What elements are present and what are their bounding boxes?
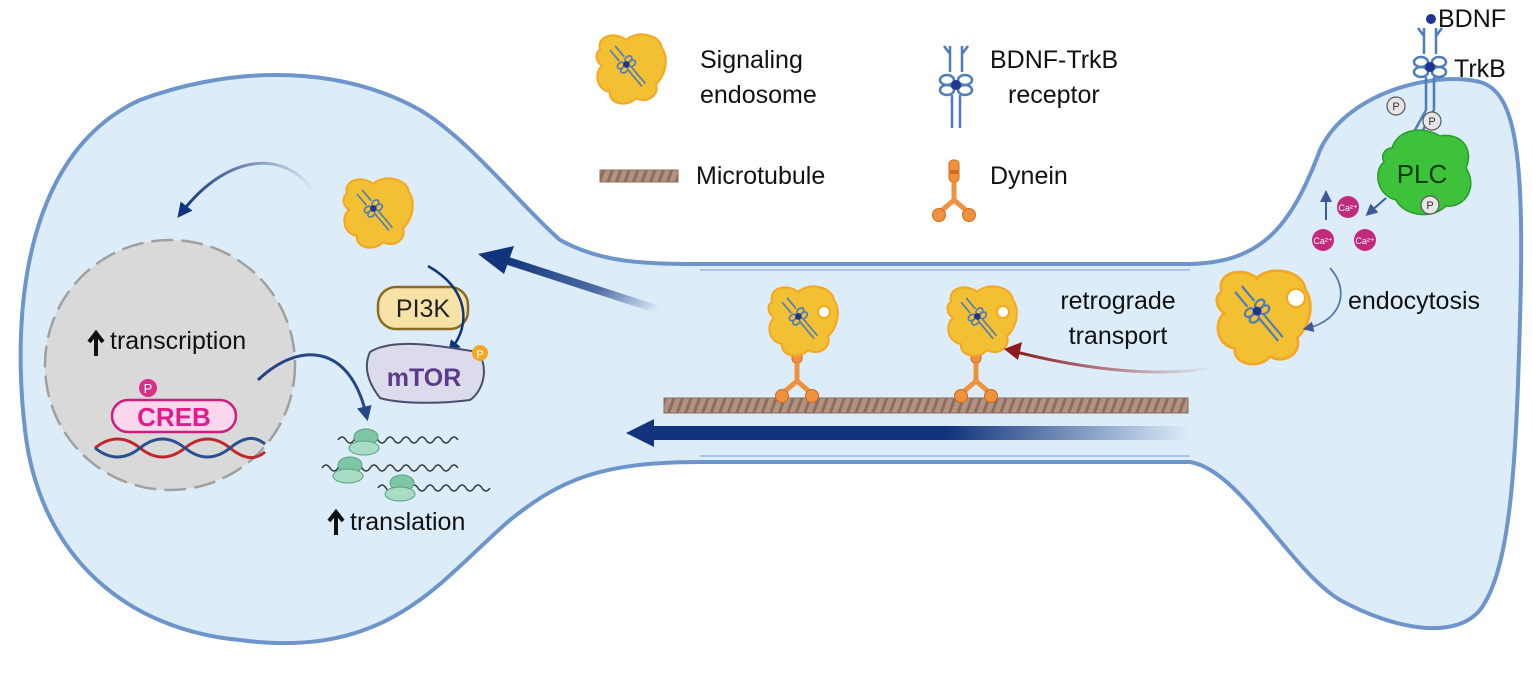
bdnf-ligand-icon bbox=[1426, 14, 1436, 24]
endocytosis-label: endocytosis bbox=[1348, 287, 1480, 315]
bdnf-label: BDNF bbox=[1426, 5, 1506, 33]
retrograde-flow-arrow-upper bbox=[503, 256, 692, 324]
up-arrow-icon bbox=[327, 508, 345, 535]
svg-text:BDNF-TrkB: BDNF-TrkB bbox=[990, 46, 1118, 74]
legend-endosome-icon bbox=[595, 32, 668, 106]
translation-label: translation bbox=[327, 508, 465, 536]
svg-text:PI3K: PI3K bbox=[396, 295, 451, 323]
svg-text:Ca²⁺: Ca²⁺ bbox=[1338, 203, 1358, 213]
svg-text:PLC: PLC bbox=[1397, 159, 1448, 189]
svg-text:Ca²⁺: Ca²⁺ bbox=[1355, 236, 1375, 246]
svg-text:CREB: CREB bbox=[137, 402, 211, 432]
phospho-icon bbox=[139, 379, 157, 397]
phospho-icon: P P bbox=[1386, 96, 1442, 131]
trkb-label: TrkB bbox=[1454, 55, 1506, 83]
to-nucleus-arrow bbox=[177, 161, 318, 218]
terminal-endosome bbox=[1217, 271, 1311, 364]
svg-text:translation: translation bbox=[350, 508, 465, 536]
legend-receptor-icon bbox=[938, 44, 974, 130]
retrograde-flow-arrow-lower bbox=[650, 426, 1190, 440]
svg-text:Microtubule: Microtubule bbox=[696, 162, 825, 190]
svg-text:transport: transport bbox=[1069, 322, 1168, 350]
axon-microtubule bbox=[663, 397, 1189, 414]
svg-text:P: P bbox=[476, 349, 483, 361]
up-arrow-icon bbox=[87, 329, 105, 356]
dna-helix-icon bbox=[94, 437, 266, 459]
mrna-ribosomes bbox=[321, 428, 491, 502]
svg-text:retrograde: retrograde bbox=[1060, 287, 1175, 315]
creb-protein: CREB P bbox=[110, 379, 238, 434]
pi3k-box: PI3K bbox=[376, 285, 470, 331]
phospho-icon bbox=[1420, 195, 1440, 215]
transcription-label: transcription bbox=[87, 327, 246, 356]
dynein-cargo-1 bbox=[767, 284, 840, 402]
nucleus bbox=[43, 238, 297, 492]
svg-text:Ca²⁺: Ca²⁺ bbox=[1313, 236, 1333, 246]
svg-text:P: P bbox=[144, 381, 153, 396]
legend-dynein-icon bbox=[933, 160, 976, 222]
plc-to-calcium-arrow bbox=[1365, 197, 1387, 216]
mtor-shape: mTOR P bbox=[365, 342, 488, 404]
legend: Signaling endosome BDNF-TrkB receptor Mi… bbox=[595, 32, 1118, 222]
to-translation-arrow bbox=[256, 353, 372, 422]
svg-text:transcription: transcription bbox=[110, 327, 246, 355]
retrograde-transport-arrow bbox=[1015, 350, 1213, 374]
dynein-cargo-2 bbox=[946, 284, 1019, 402]
svg-text:P: P bbox=[1392, 101, 1399, 113]
pi3k-to-mtor-arrow bbox=[427, 264, 465, 353]
svg-text:P: P bbox=[1426, 200, 1433, 212]
svg-text:Signaling: Signaling bbox=[700, 46, 803, 74]
svg-text:mTOR: mTOR bbox=[387, 364, 462, 392]
svg-text:receptor: receptor bbox=[1008, 81, 1100, 109]
retrograde-transport-label: retrograde transport bbox=[1060, 287, 1175, 350]
phospho-icon bbox=[472, 345, 488, 361]
legend-microtubule-icon bbox=[599, 169, 679, 183]
endocytosis-arrow bbox=[1302, 267, 1342, 333]
svg-text:endosome: endosome bbox=[700, 81, 817, 109]
svg-text:P: P bbox=[1428, 116, 1435, 128]
svg-text:BDNF: BDNF bbox=[1438, 5, 1506, 33]
calcium-ions: Ca²⁺ Ca²⁺ Ca²⁺ bbox=[1312, 196, 1376, 251]
plc-enzyme: PLC P bbox=[1377, 129, 1472, 216]
svg-text:Dynein: Dynein bbox=[990, 162, 1068, 190]
